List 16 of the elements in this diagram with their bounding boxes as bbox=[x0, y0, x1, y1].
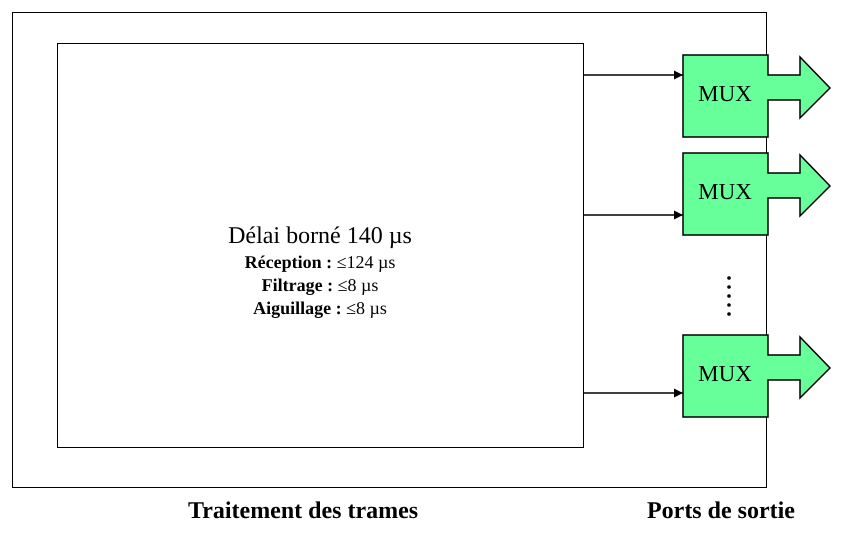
multiplexer-block bbox=[682, 152, 830, 236]
arrow bbox=[584, 210, 683, 220]
arrow bbox=[584, 388, 683, 398]
delay-item: Filtrage : ≤8 µs bbox=[262, 274, 378, 296]
arrow bbox=[584, 70, 683, 80]
section-caption: Ports de sortie bbox=[647, 498, 795, 525]
delay-heading: Délai borné 140 µs bbox=[228, 222, 412, 250]
mux-label: MUX bbox=[697, 360, 753, 386]
delay-item: Aiguillage : ≤8 µs bbox=[253, 296, 387, 320]
multiplexer-block bbox=[682, 54, 830, 138]
section-caption: Traitement des trames bbox=[188, 498, 418, 525]
mux-label: MUX bbox=[697, 178, 753, 204]
process-box bbox=[56, 42, 584, 448]
delay-item: Réception : ≤124 µs bbox=[244, 250, 396, 274]
mux-label: MUX bbox=[697, 80, 753, 106]
multiplexer-block bbox=[682, 334, 830, 418]
